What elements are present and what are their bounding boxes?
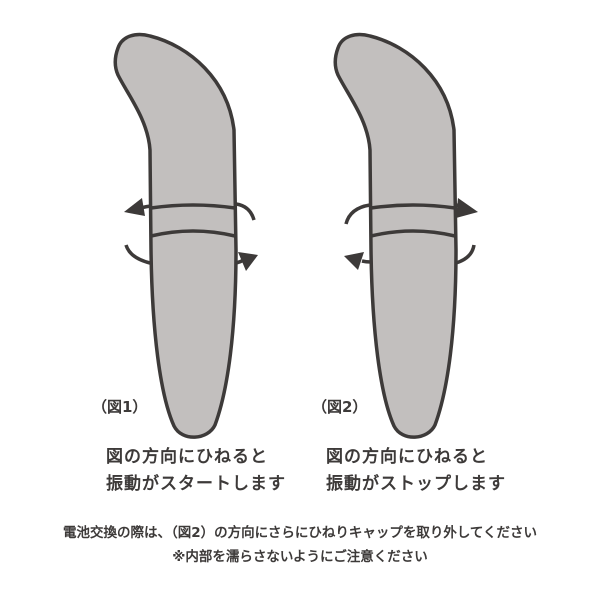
arrow-rotate-right-icon xyxy=(344,198,478,225)
arrow-rotate-right-icon xyxy=(124,244,258,271)
figure-label: （図1） xyxy=(92,398,148,416)
caption-line-2: 振動がスタートします xyxy=(106,474,286,494)
arrow-rotate-left-icon xyxy=(124,198,256,221)
arrow-rotate-left-icon xyxy=(344,244,476,270)
ring-bottom xyxy=(370,229,456,238)
water-warning: ※内部を濡らさないようにご注意ください xyxy=(172,549,428,565)
figure-1: （図1） 図の方向にひねると 振動がスタートします xyxy=(92,32,286,494)
battery-note: 電池交換の際は、（図2）の方向にさらにひねりキャップを取り外してください xyxy=(62,525,538,541)
caption-line-1: 図の方向にひねると xyxy=(326,447,488,467)
figure-label: （図2） xyxy=(312,398,368,416)
ring-top xyxy=(150,203,236,210)
caption-line-1: 図の方向にひねると xyxy=(106,447,268,467)
ring-top xyxy=(370,203,456,210)
ring-bottom xyxy=(150,229,236,238)
figure-2: （図2） 図の方向にひねると 振動がストップします xyxy=(220,0,520,600)
device-illustration-2 xyxy=(333,32,478,439)
device-illustration-1 xyxy=(113,32,258,439)
caption-line-2: 振動がストップします xyxy=(326,474,506,494)
